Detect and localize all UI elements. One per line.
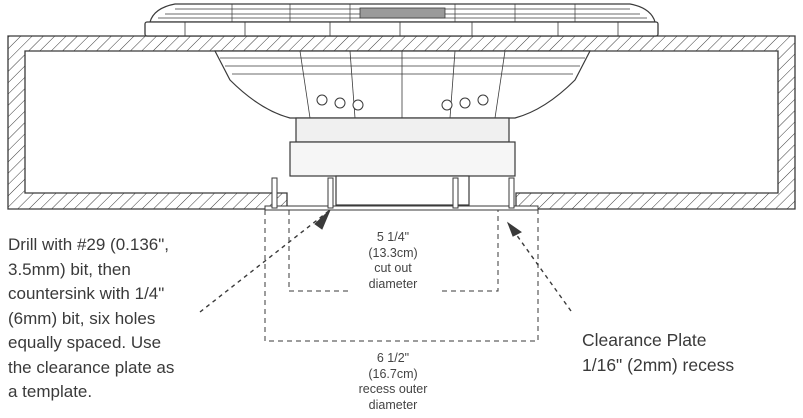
recess-dim-line: 6 1/2" [376,351,410,365]
cutout-dim-line: (13.3cm) [368,245,418,260]
cutout-diameter-label: 5 1/4" (13.3cm) cut out diameter [348,230,438,292]
drill-note-line: 3.5mm) bit, then [8,259,131,279]
recess-diameter-label: 6 1/2" (16.7cm) recess outer diameter [343,351,443,413]
drill-note-line: equally spaced. Use [8,333,162,352]
speaker-flange [144,21,659,37]
drill-note-line: countersink with 1/4" [8,284,165,303]
speaker-magnet [289,117,516,206]
drill-note-line: a template. [8,382,93,401]
drill-note-line: the clearance plate as [8,357,175,377]
drill-note-line: Drill with #29 (0.136", [8,235,169,254]
speaker-grille [149,3,656,23]
drill-leader-arrow [199,209,331,313]
cutout-dim-line: diameter [368,276,418,291]
cutout-dim-line: 5 1/4" [376,230,410,244]
clearance-leader-arrow [506,221,572,312]
clearance-plate-label: Clearance Plate 1/16" (2mm) recess [582,328,797,377]
cutout-dim-line: cut out [374,261,412,275]
drill-note-line: (6mm) bit, six holes [8,308,156,328]
recess-dim-line: (16.7cm) [368,366,418,381]
drill-instructions: Drill with #29 (0.136", 3.5mm) bit, then… [8,233,208,405]
clearance-note-line: 1/16" (2mm) recess [582,354,735,375]
cutout-dimension-line [288,210,499,292]
clearance-plate [264,205,539,211]
recess-dimension-line [264,210,539,342]
recess-dim-line: recess outer [358,382,428,396]
speaker-basket [214,50,591,119]
mounting-screws [271,177,515,209]
recess-dim-line: diameter [368,397,418,412]
clearance-note-line: Clearance Plate [582,330,707,350]
